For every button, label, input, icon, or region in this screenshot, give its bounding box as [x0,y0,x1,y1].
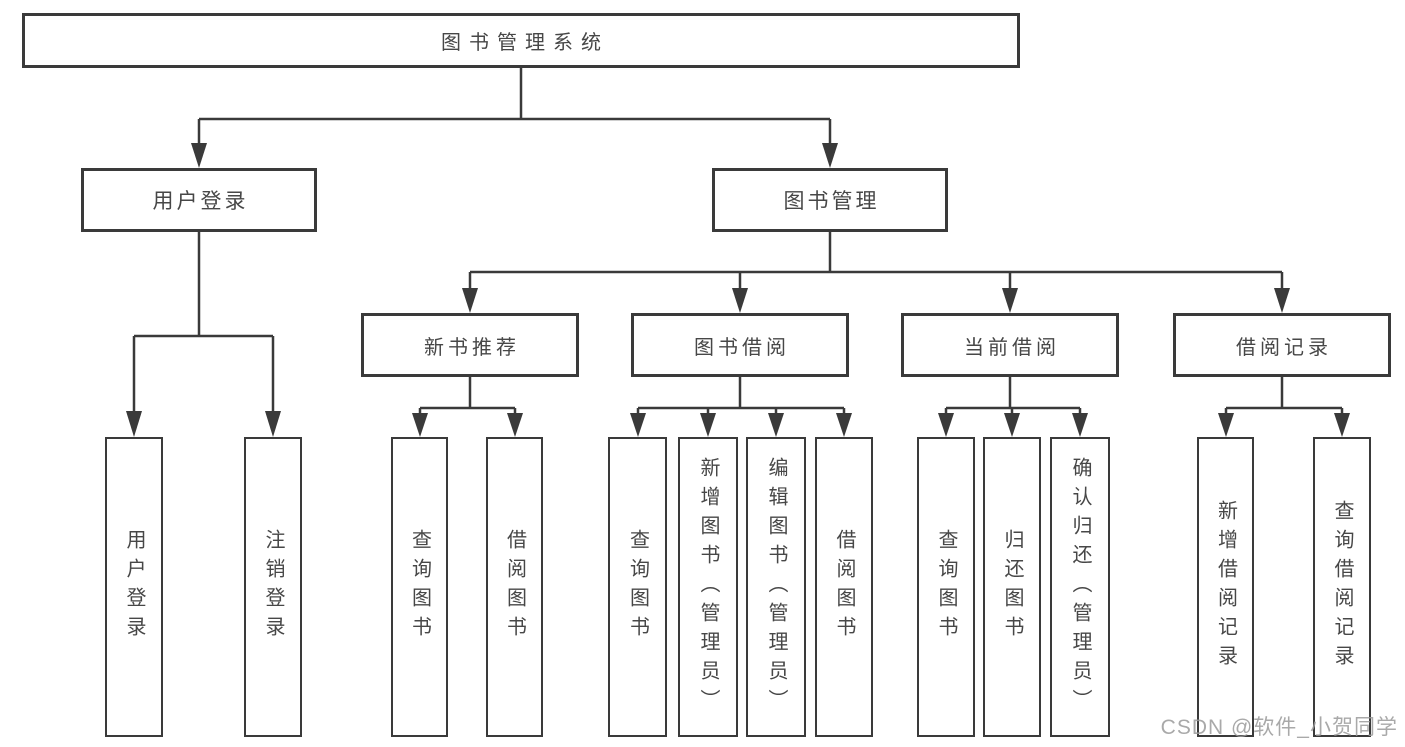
node-label: 确认归还（管理员） [1069,456,1091,718]
arrowhead [768,413,784,437]
arrowhead [507,413,523,437]
leaf-recommend-query-books: 查询图书 [391,437,448,737]
node-new-book-recommend: 新书推荐 [361,313,579,377]
arrowhead [126,411,142,437]
arrowhead [265,411,281,437]
arrowhead [1004,413,1020,437]
edge-borrow-records-children [1218,377,1350,437]
edge-current-borrow-children [938,377,1088,437]
node-current-borrow: 当前借阅 [901,313,1119,377]
leaf-borrow-query-books: 查询图书 [608,437,667,737]
leaf-current-return-books: 归还图书 [983,437,1041,737]
edge-book-borrow-children [630,377,852,437]
leaf-current-query-books: 查询图书 [917,437,975,737]
arrowhead [191,143,207,168]
node-library-system-root: 图书管理系统 [22,13,1020,68]
node-label: 编辑图书（管理员） [765,456,787,718]
edge-book-management-children [462,232,1290,313]
node-label: 借阅图书 [503,529,526,645]
arrowhead [836,413,852,437]
csdn-watermark: CSDN @软件_小贺同学 [1160,716,1398,739]
leaf-current-confirm-return-admin: 确认归还（管理员） [1050,437,1110,737]
edge-new-book-recommend-children [412,377,523,437]
node-label: 新增借阅记录 [1214,500,1237,674]
leaf-user-login: 用户登录 [105,437,163,737]
node-label: 图书管理 [783,190,880,213]
node-label: 借阅记录 [1236,336,1332,359]
node-borrow-records: 借阅记录 [1173,313,1391,377]
node-label: 查询借阅记录 [1331,500,1353,674]
node-label: 归还图书 [1001,529,1023,645]
node-label: 当前借阅 [964,336,1060,359]
node-label: 查询图书 [408,529,431,645]
node-label: 查询图书 [626,529,649,645]
arrowhead [1218,413,1234,437]
node-label: 注销登录 [262,529,284,645]
node-book-management: 图书管理 [712,168,948,232]
leaf-records-add-borrow-record: 新增借阅记录 [1197,437,1254,737]
arrowhead [732,288,748,313]
leaf-logout: 注销登录 [244,437,302,737]
node-label: 图书管理系统 [441,32,609,54]
node-user-login: 用户登录 [81,168,317,232]
arrowhead [1334,413,1350,437]
node-label: 新书推荐 [424,336,520,359]
leaf-borrow-edit-books-admin: 编辑图书（管理员） [746,437,806,737]
edge-user-login-children [126,232,281,437]
edge-root-to-level2 [191,68,838,168]
arrowhead [700,413,716,437]
leaf-records-query-borrow-record: 查询借阅记录 [1313,437,1371,737]
node-label: 借阅图书 [833,529,855,645]
arrowhead [462,288,478,313]
node-label: 用户登录 [123,529,145,645]
arrowhead [630,413,646,437]
node-book-borrow: 图书借阅 [631,313,849,377]
node-label: 用户登录 [152,190,249,213]
node-label: 图书借阅 [694,336,790,359]
arrowhead [412,413,428,437]
arrowhead [822,143,838,168]
leaf-borrow-borrow-books: 借阅图书 [815,437,873,737]
arrowhead [1274,288,1290,313]
arrowhead [1072,413,1088,437]
node-label: 查询图书 [935,529,957,645]
arrowhead [1002,288,1018,313]
node-label: 新增图书（管理员） [697,456,719,718]
leaf-recommend-borrow-books: 借阅图书 [486,437,543,737]
arrowhead [938,413,954,437]
leaf-borrow-add-books-admin: 新增图书（管理员） [678,437,738,737]
